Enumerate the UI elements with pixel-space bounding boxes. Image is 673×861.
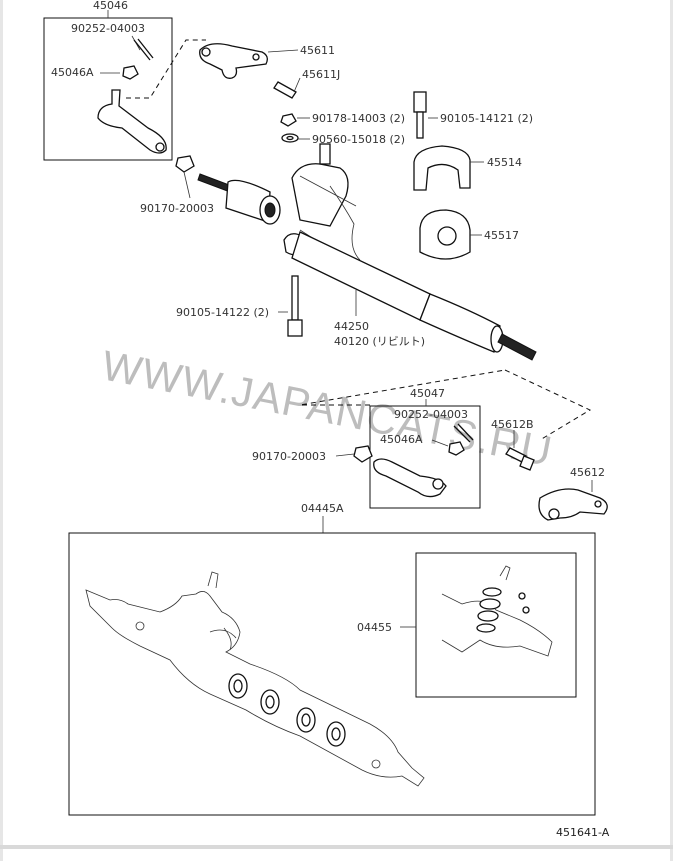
label-44250: 44250: [334, 320, 369, 333]
label-90252-04003-a: 90252-04003: [71, 22, 145, 35]
label-90170-20003-b: 90170-20003: [252, 450, 326, 463]
label-90252-04003-b: 90252-04003: [394, 408, 468, 421]
castle-nut-icon: [448, 441, 465, 456]
label-45611: 45611: [300, 44, 335, 57]
label-45046A-b: 45046A: [380, 433, 423, 446]
knuckle-arm-45611[interactable]: 45611: [199, 43, 335, 79]
diagram-code: 451641-A: [556, 826, 610, 839]
label-45047: 45047: [410, 387, 445, 400]
bolt-90105-14122[interactable]: 90105-14122 (2): [176, 275, 303, 337]
label-45046A-a: 45046A: [51, 66, 94, 79]
tie-rod-end-icon: [97, 89, 167, 154]
nut-90178-14003[interactable]: 90178-14003 (2): [280, 112, 405, 127]
label-45612B: 45612B: [491, 418, 534, 431]
washer-90560-15018[interactable]: 90560-15018 (2): [281, 133, 405, 146]
nut-90170-20003-b[interactable]: 90170-20003: [252, 445, 373, 463]
label-90178-14003: 90178-14003 (2): [312, 112, 405, 125]
label-90170-20003-a: 90170-20003: [140, 202, 214, 215]
gasket-kit-04445A[interactable]: 04445A: [68, 502, 596, 816]
knuckle-arm-45612[interactable]: 45612: [538, 466, 608, 521]
cotter-pin-icon: [133, 38, 154, 61]
label-04455: 04455: [357, 621, 392, 634]
label-45046: 45046: [93, 0, 128, 12]
nut-90170-20003-a[interactable]: 90170-20003: [140, 155, 214, 215]
leader-dashed-45047: [299, 369, 592, 441]
bolt-45612B[interactable]: 45612B: [491, 418, 535, 471]
label-45517: 45517: [484, 229, 519, 242]
bolt-45611J[interactable]: 45611J: [273, 68, 340, 99]
tie-rod-end-assembly-45046[interactable]: 45046 90252-04003 45046A: [43, 0, 173, 161]
tie-rod-end-icon: [373, 458, 447, 498]
cotter-pin-icon: [453, 423, 474, 443]
valve-seal-kit-04455[interactable]: 04455: [357, 552, 577, 698]
bush-45517[interactable]: 45517: [419, 209, 519, 260]
label-45611J: 45611J: [302, 68, 340, 81]
label-90105-14121: 90105-14121 (2): [440, 112, 533, 125]
leader-dashed-45046: [126, 39, 206, 99]
watermark: WWW.JAPANCATS.RU: [98, 341, 556, 474]
castle-nut-icon: [122, 65, 139, 80]
label-45612: 45612: [570, 466, 605, 479]
steering-gear-housing-44250[interactable]: [197, 143, 537, 361]
bolt-90105-14121[interactable]: 90105-14121 (2): [413, 91, 533, 139]
label-04445A: 04445A: [301, 502, 344, 515]
bracket-45514[interactable]: 45514: [413, 145, 522, 191]
label-90560-15018: 90560-15018 (2): [312, 133, 405, 146]
tie-rod-end-assembly-45047[interactable]: 45047 90252-04003 45046A: [369, 387, 481, 509]
label-45514: 45514: [487, 156, 522, 169]
label-90105-14122: 90105-14122 (2): [176, 306, 269, 319]
label-40120: 40120 (リビルト): [334, 335, 425, 348]
